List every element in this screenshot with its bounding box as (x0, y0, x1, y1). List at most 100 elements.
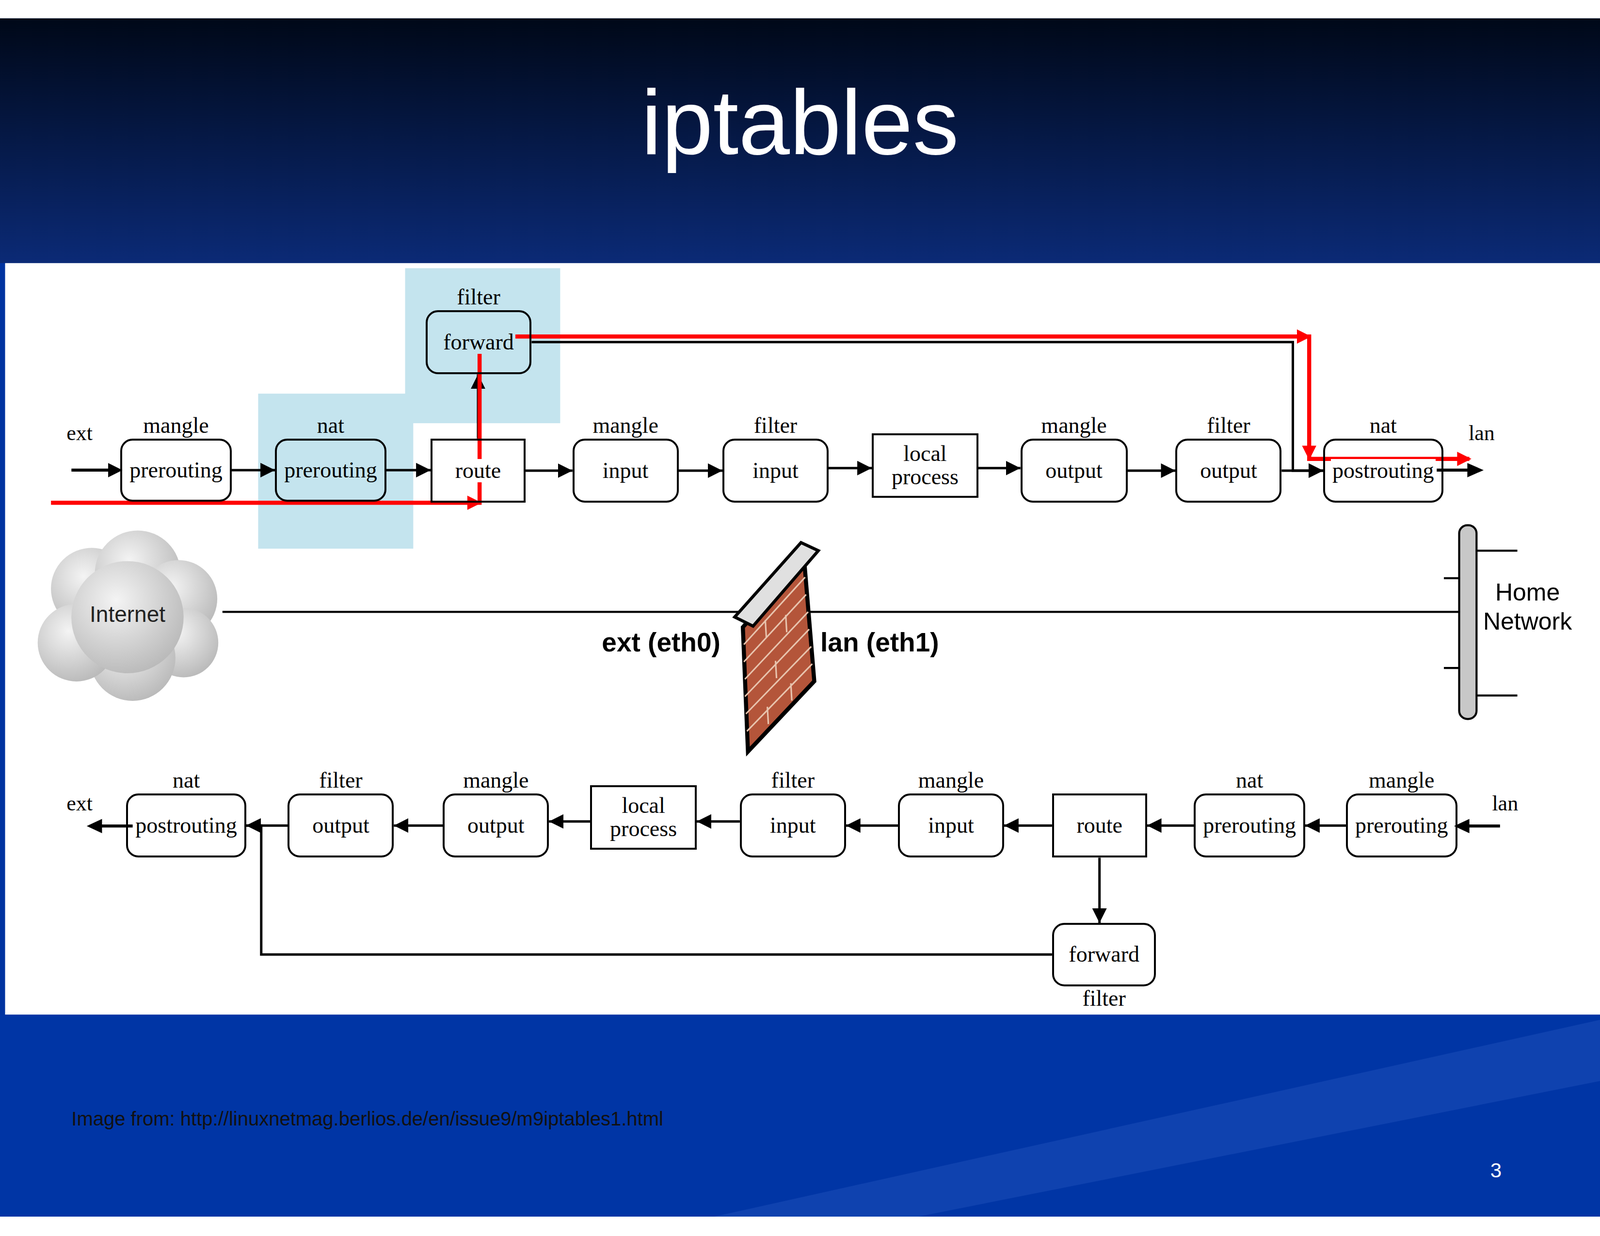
diagram-panel (5, 263, 1600, 1016)
arrow-head (1301, 445, 1316, 460)
table-name: filter (317, 769, 364, 792)
chain-name: route (453, 459, 503, 483)
chain-name: forward (441, 330, 516, 354)
chain-name: postrouting (1330, 459, 1436, 483)
chain-name: output (310, 814, 371, 838)
title-bar (0, 18, 1600, 264)
process-box: local process (590, 785, 697, 850)
brick-line (745, 646, 812, 715)
in-arrow (1467, 824, 1500, 828)
table-name: mangle (1367, 769, 1436, 792)
flow-arrow (696, 820, 740, 823)
flow-arrow (678, 469, 723, 472)
table-name: mangle (461, 769, 530, 792)
in-arrow (71, 468, 111, 472)
network-label: Home Network (1472, 577, 1584, 637)
footer-bar (0, 1014, 1600, 1217)
table-name: filter (752, 414, 799, 437)
flow-arrow (386, 468, 431, 472)
slide-title: iptables (641, 71, 960, 174)
chain-box: mangleoutput (1020, 438, 1128, 504)
chain-box: filterinput (739, 793, 847, 859)
chain-box: natprerouting (1193, 793, 1306, 859)
brick-line (775, 660, 777, 679)
table-name: filter (769, 769, 816, 792)
chain-name: input (751, 459, 800, 483)
network-wire (222, 610, 1460, 613)
process-box: local process (871, 433, 979, 498)
bottom-strip (0, 1216, 1600, 1236)
table-name: nat (1368, 414, 1399, 437)
chain-box: natpostrouting (1323, 438, 1444, 504)
table-name: filter (455, 286, 502, 309)
chain-box: mangleprerouting (120, 438, 232, 502)
chain-box: forwardfilter (1052, 923, 1157, 987)
flow-arrow (1004, 824, 1053, 828)
chain-box: filterforward (425, 310, 532, 375)
chain-box: mangleprerouting (1345, 793, 1458, 859)
flow-arrow (828, 466, 872, 470)
brick-line (747, 664, 813, 732)
arrow-head (86, 818, 103, 833)
chain-box: mangleinput (897, 793, 1005, 859)
chain-name: local process (592, 794, 695, 842)
firewall-wall (734, 542, 819, 752)
route-box: route (1052, 793, 1148, 859)
arrow-head (1456, 451, 1472, 466)
interface-label: lan (eth1) (820, 626, 939, 659)
brick-line (765, 620, 767, 638)
cloud-puff (71, 560, 184, 673)
top-strip (0, 0, 1600, 19)
brick-line (744, 629, 810, 697)
arrow-head (1296, 329, 1312, 344)
chain-name: input (768, 814, 818, 838)
flow-arrow (246, 825, 1053, 955)
interface-label: ext (eth0) (601, 626, 721, 659)
chain-name: forward (1067, 943, 1141, 967)
route-box: route (430, 438, 526, 504)
chain-box: mangleoutput (442, 793, 549, 859)
flow-arrow (393, 824, 443, 828)
brick-line (785, 615, 787, 633)
io-heads (86, 463, 1484, 834)
table-name: nat (171, 769, 202, 792)
page-number: 3 (1490, 1158, 1502, 1184)
highlight (405, 268, 561, 424)
chain-name: prerouting (282, 458, 379, 482)
red-route (50, 336, 1470, 503)
source-note: Image from: http://linuxnetmag.berlios.d… (71, 1107, 664, 1131)
wall-cap (734, 542, 819, 627)
flow-arrow (548, 820, 591, 823)
chain-name: output (465, 814, 527, 838)
table-name: filter (1080, 987, 1127, 1010)
io-arrows (71, 470, 1500, 827)
flow-arrow (231, 468, 275, 472)
chain-box: filteroutput (1175, 438, 1282, 504)
flow-arrow (1127, 469, 1176, 472)
brick-line (790, 683, 792, 702)
chain-box: natpostrouting (126, 793, 247, 859)
table-name: mangle (1039, 414, 1108, 437)
table-name: filter (1205, 414, 1252, 437)
interface-label: ext (66, 420, 93, 447)
chain-box: mangleinput (572, 438, 679, 504)
flow-arrow (978, 466, 1021, 470)
interface-label: ext (66, 791, 93, 817)
table-name: mangle (916, 769, 986, 792)
flow-arrow (525, 469, 573, 472)
chain-name: output (1043, 459, 1104, 483)
flow-arrow (1305, 824, 1346, 828)
chain-name: prerouting (128, 458, 224, 482)
interface-label: lan (1468, 420, 1495, 447)
chain-name: postrouting (133, 814, 239, 838)
table-name: mangle (591, 414, 660, 437)
chain-name: prerouting (1201, 814, 1298, 838)
footer-swoosh (714, 1020, 1600, 1217)
flow-arrow (846, 824, 898, 828)
table-name: nat (315, 414, 346, 437)
lan-bus (1459, 525, 1477, 720)
